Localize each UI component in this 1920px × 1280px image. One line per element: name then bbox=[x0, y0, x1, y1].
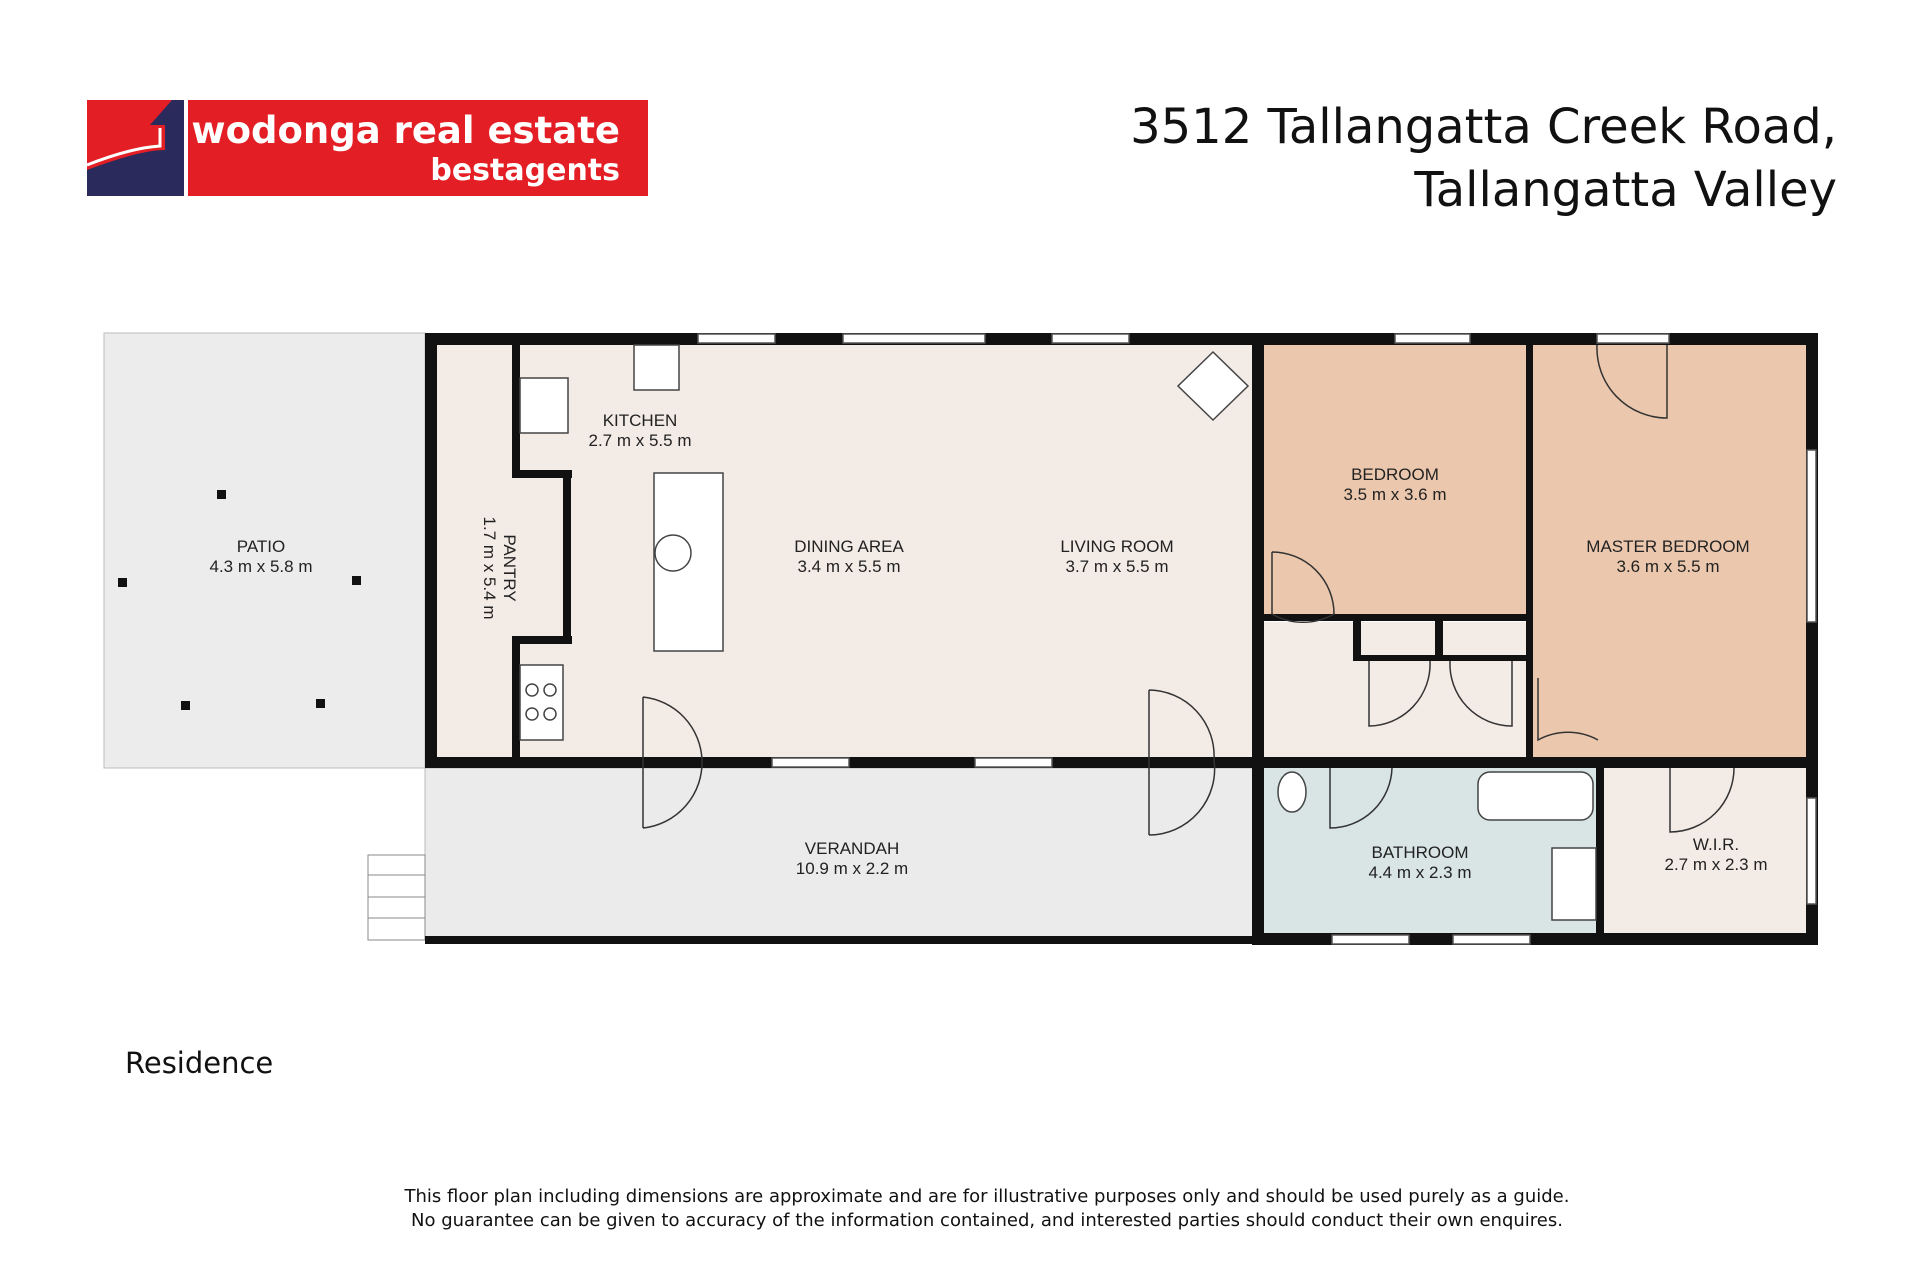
bathroom-label: BATHROOM bbox=[1372, 843, 1469, 862]
toilet-icon bbox=[1277, 771, 1307, 813]
logo-text-line2: bestagents bbox=[430, 153, 620, 188]
sink-icon bbox=[654, 534, 692, 572]
bedroom-area bbox=[1264, 345, 1526, 616]
living-label: LIVING ROOM bbox=[1060, 537, 1173, 556]
stove-icon bbox=[519, 664, 564, 741]
pantry-label: PANTRY bbox=[500, 534, 519, 601]
wir-label: W.I.R. bbox=[1693, 835, 1739, 854]
kitchen-label: KITCHEN bbox=[603, 411, 678, 430]
bedroom-label: BEDROOM bbox=[1351, 465, 1439, 484]
living-size: 3.7 m x 5.5 m bbox=[1066, 557, 1169, 576]
fixtures bbox=[519, 344, 1597, 921]
bedroom-size: 3.5 m x 3.6 m bbox=[1344, 485, 1447, 504]
logo-text-line1: wodonga real estate bbox=[191, 109, 620, 152]
master-bedroom-area bbox=[1533, 345, 1806, 757]
dining-label: DINING AREA bbox=[794, 537, 904, 556]
vanity-icon bbox=[1551, 847, 1597, 921]
pantry-size: 1.7 m x 5.4 m bbox=[480, 517, 499, 620]
patio-size: 4.3 m x 5.8 m bbox=[210, 557, 313, 576]
bathroom-size: 4.4 m x 2.3 m bbox=[1369, 863, 1472, 882]
plan-caption: Residence bbox=[125, 1046, 273, 1080]
hallway-area bbox=[1264, 622, 1533, 757]
agency-logo: wodonga real estate bestagents bbox=[86, 100, 648, 196]
verandah-size: 10.9 m x 2.2 m bbox=[796, 859, 908, 878]
windows bbox=[697, 333, 1817, 945]
bathtub-icon bbox=[1477, 771, 1594, 821]
doors bbox=[642, 344, 1735, 836]
wir-size: 2.7 m x 2.3 m bbox=[1665, 855, 1768, 874]
verandah-label: VERANDAH bbox=[805, 839, 899, 858]
disclaimer-line1: This floor plan including dimensions are… bbox=[404, 1186, 1570, 1207]
cooktop-icon bbox=[519, 377, 569, 434]
patio-area bbox=[103, 332, 426, 769]
kitchen-size: 2.7 m x 5.5 m bbox=[589, 431, 692, 450]
fridge bbox=[633, 344, 680, 391]
patio-posts bbox=[118, 490, 361, 710]
master-bedroom-size: 3.6 m x 5.5 m bbox=[1617, 557, 1720, 576]
dining-size: 3.4 m x 5.5 m bbox=[798, 557, 901, 576]
wir-area bbox=[1604, 768, 1806, 933]
address-line1: 3512 Tallangatta Creek Road, bbox=[1130, 99, 1837, 155]
fireplace-icon bbox=[1176, 350, 1250, 422]
address-line2: Tallangatta Valley bbox=[1413, 162, 1837, 218]
master-bedroom-label: MASTER BEDROOM bbox=[1586, 537, 1749, 556]
disclaimer-line2: No guarantee can be given to accuracy of… bbox=[411, 1210, 1563, 1231]
patio-label: PATIO bbox=[237, 537, 286, 556]
